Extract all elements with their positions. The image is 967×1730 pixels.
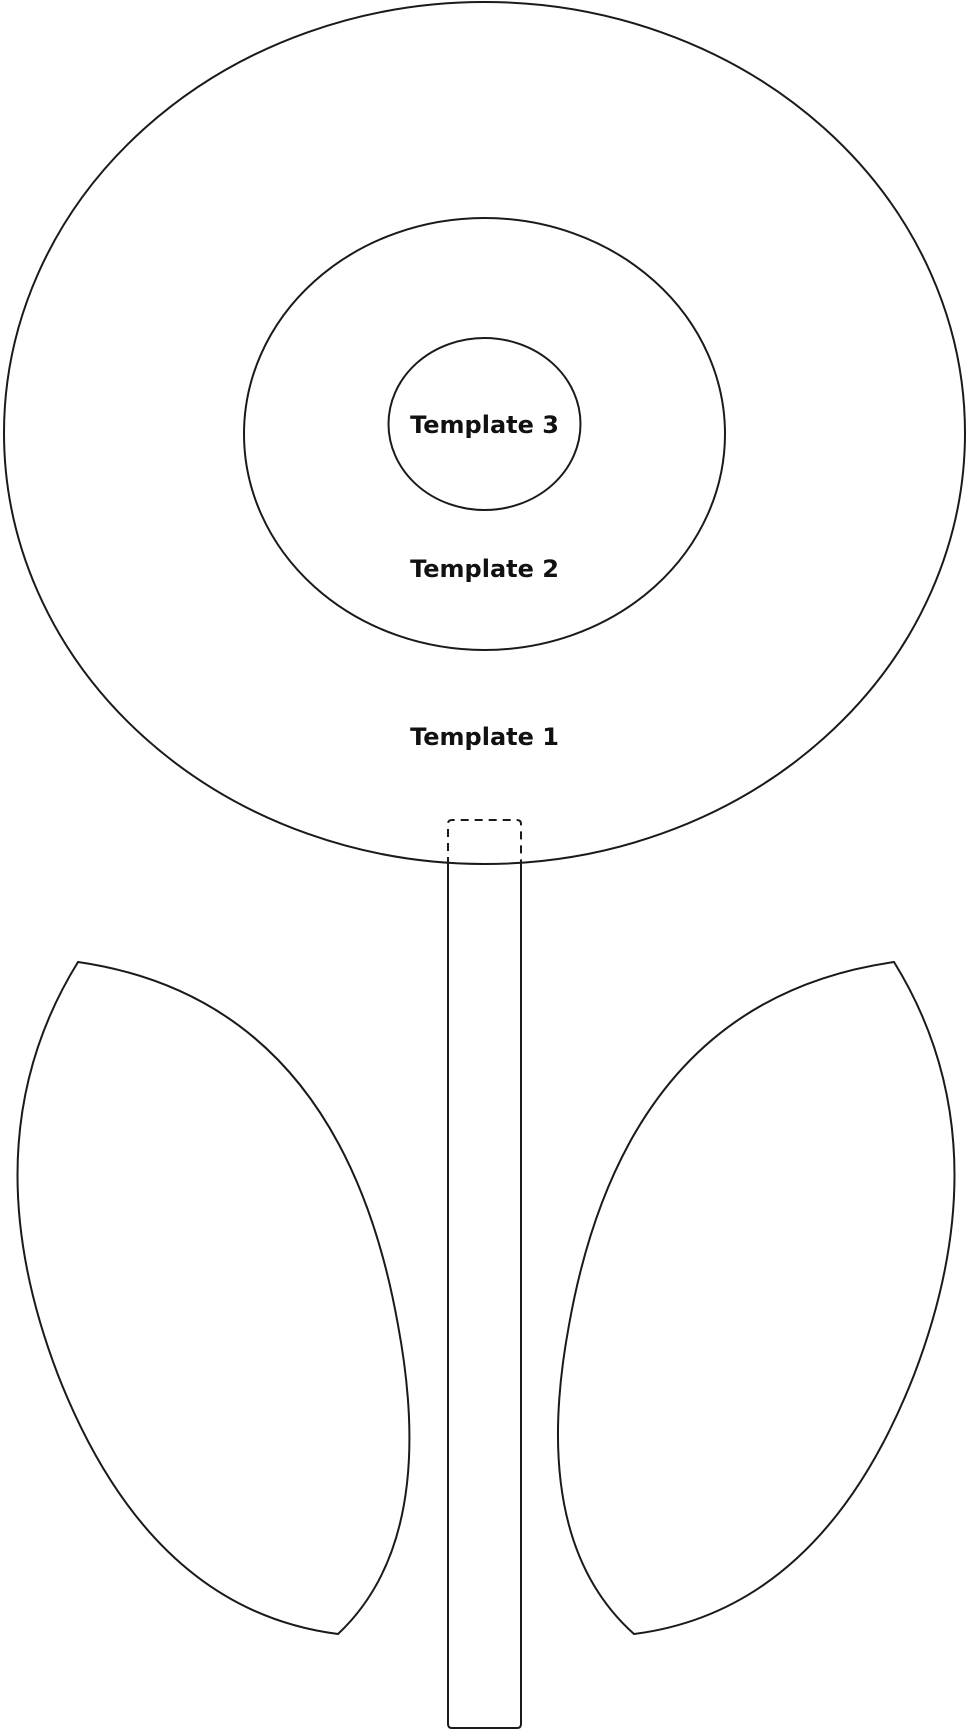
left-leaf (16, 960, 411, 1636)
template-3-inner-ellipse (387, 337, 582, 511)
template-2-middle-ellipse (243, 217, 726, 651)
stem-tab-dashed (447, 819, 522, 865)
right-leaf (556, 960, 956, 1636)
template-1-label: Template 1 (410, 723, 559, 751)
template-2-label: Template 2 (410, 555, 559, 583)
stem (447, 865, 522, 1729)
template-1-outer-ellipse (3, 1, 966, 865)
template-3-label: Template 3 (410, 411, 559, 439)
